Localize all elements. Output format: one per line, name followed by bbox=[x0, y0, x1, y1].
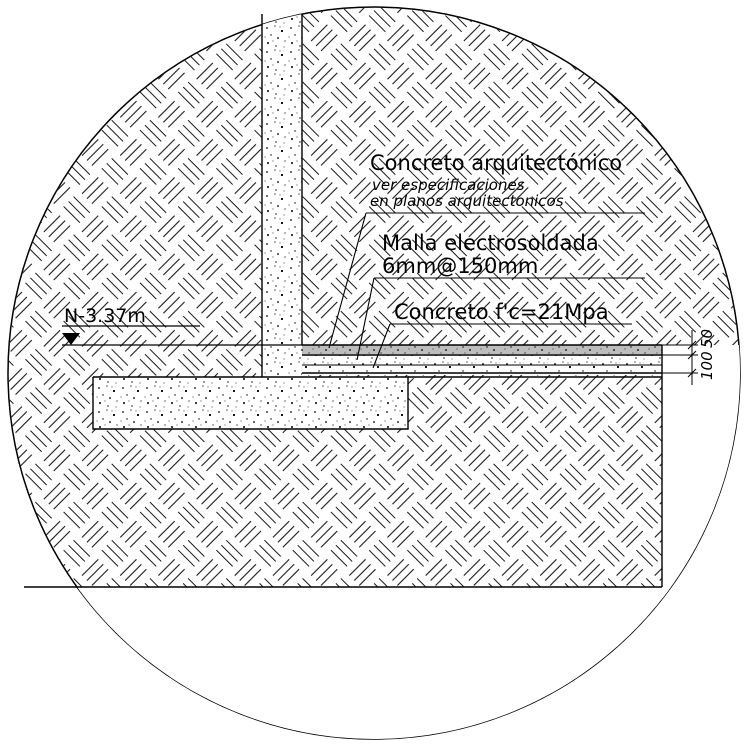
dimension-chain bbox=[662, 330, 698, 385]
finish-note-1: ver especificaciones bbox=[372, 176, 525, 194]
dim-bottom-text: 100 bbox=[698, 351, 716, 380]
finish-title: Concreto arquitectónico bbox=[370, 151, 622, 175]
leader-lines bbox=[328, 212, 645, 369]
slab-concrete-label: Concreto f'c=21Mpa bbox=[394, 300, 609, 324]
mesh-title: Malla electrosoldada bbox=[382, 231, 599, 255]
mesh-spec: 6mm@150mm bbox=[382, 254, 538, 278]
dim-top-text: 50 bbox=[698, 329, 716, 348]
finish-note-2: en planos arquitectonicos bbox=[370, 192, 564, 210]
level-text: N-3.37m bbox=[64, 305, 146, 327]
level-marker: N-3.37m bbox=[62, 305, 302, 346]
